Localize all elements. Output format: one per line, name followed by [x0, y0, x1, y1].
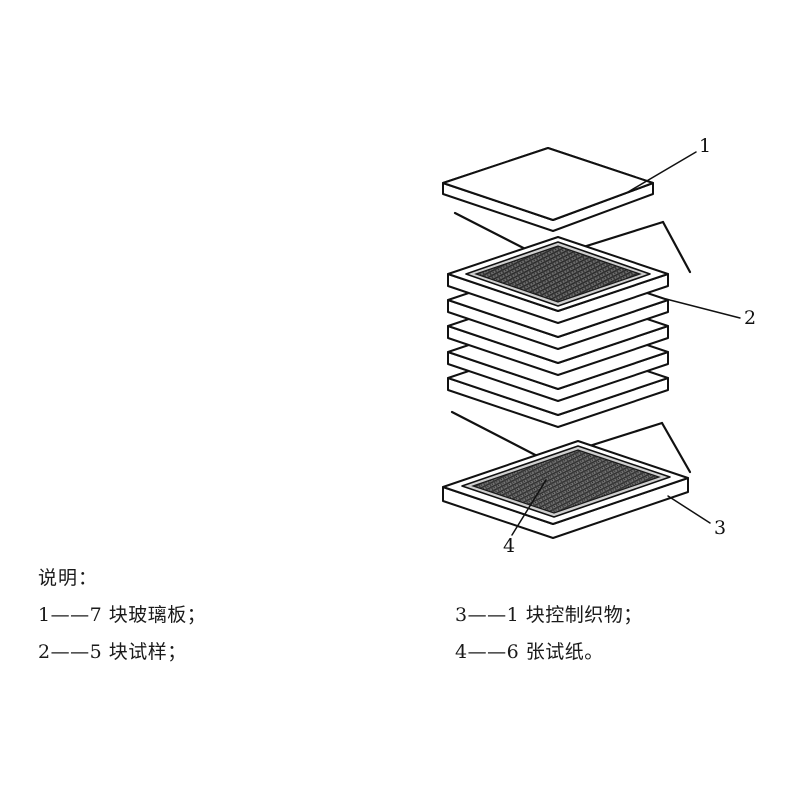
legend-item-1-key: 1: [38, 604, 51, 626]
callout-label-1: 1: [699, 135, 711, 157]
legend-title: 说明：: [38, 567, 99, 589]
legend-item-1-text: 7 块玻璃板；: [89, 604, 207, 626]
legend-item-3-dash: ——: [467, 604, 507, 626]
legend-item-3: 3——1 块控制织物；: [455, 600, 643, 627]
control-fabric-weave: [471, 449, 661, 514]
callout-1: 1: [627, 135, 711, 193]
legend-item-4: 4——6 张试纸。: [455, 637, 604, 664]
legend-item-3-text: 1 块控制织物；: [506, 604, 643, 626]
callout-label-2: 2: [744, 307, 756, 329]
legend-item-2-dash: ——: [50, 641, 90, 663]
stack-plate-1-with-specimen: [447, 236, 669, 324]
legend-item-3-key: 3: [455, 604, 468, 626]
legend-item-2-key: 2: [38, 641, 51, 663]
specimen-stack: [447, 236, 669, 428]
legend-item-4-dash: ——: [467, 641, 507, 663]
callout-3: 3: [667, 495, 726, 539]
legend-block: 说明： 1——7 块玻璃板； 2——5 块试样； 3——1 块控制织物； 4——…: [0, 555, 800, 675]
legend-item-1: 1——7 块玻璃板；: [38, 600, 206, 627]
top-glass-plate: [442, 147, 654, 232]
specimen-weave-upper: [474, 245, 642, 303]
legend-item-2: 2——5 块试样；: [38, 637, 187, 664]
callout-4: 4: [503, 479, 547, 557]
callout-2: 2: [665, 298, 756, 329]
legend-item-1-dash: ——: [50, 604, 90, 626]
legend-item-4-key: 4: [455, 641, 468, 663]
legend-item-2-text: 5 块试样；: [89, 641, 187, 663]
callout-label-3: 3: [714, 517, 726, 539]
control-fabric-plate: [442, 440, 689, 539]
callout-label-4: 4: [503, 535, 515, 557]
legend-item-4-text: 6 张试纸。: [506, 641, 604, 663]
